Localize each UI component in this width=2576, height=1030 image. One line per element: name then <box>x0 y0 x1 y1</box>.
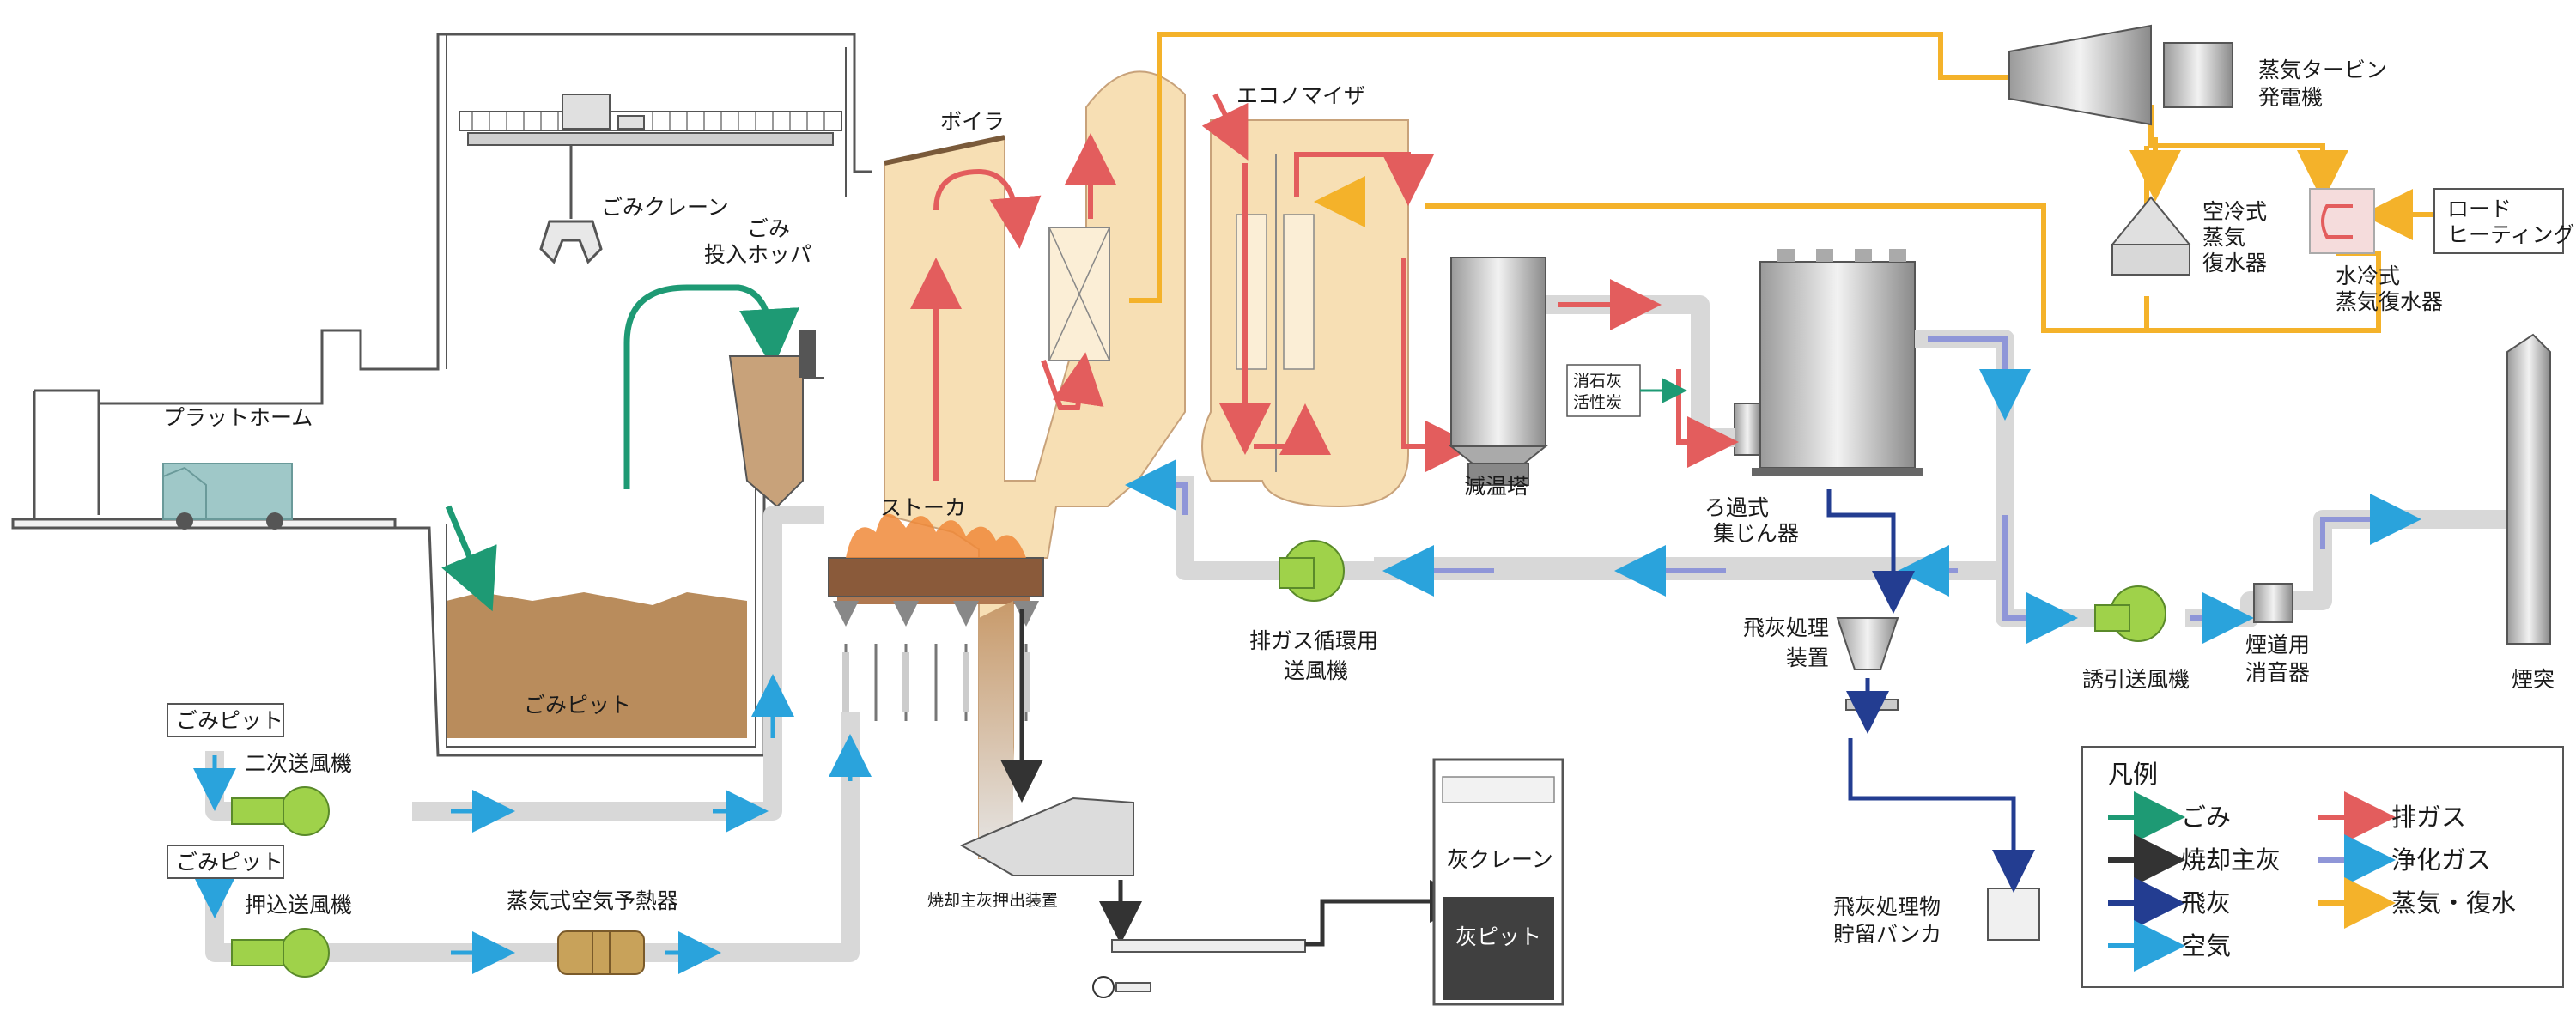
hopper <box>728 330 816 508</box>
label-push-fan: 押込送風機 <box>245 893 352 918</box>
air-condenser <box>2110 196 2192 276</box>
fly-ash-device <box>1836 617 2040 941</box>
label-silencer-1: 煙道用 <box>2245 633 2310 657</box>
label-stack: 煙突 <box>2512 667 2555 692</box>
label-hopper-2: 投入ホッパ <box>704 242 811 267</box>
fan-icon <box>231 540 2166 978</box>
label-boiler: ボイラ <box>940 109 1005 134</box>
road-heating-box <box>2433 188 2564 254</box>
label-lime-1: 消石灰 <box>1573 372 1622 391</box>
label-road-heating-1: ロード <box>2447 197 2512 221</box>
air-arrows <box>193 674 872 974</box>
legend-item: 焼却主灰 <box>2181 845 2281 875</box>
label-recirc-fan-1: 排ガス循環用 <box>1249 628 1378 653</box>
crane-rail <box>459 94 842 146</box>
legend-item: ごみ <box>2181 803 2231 832</box>
legend-item: 蒸気・復水 <box>2391 888 2516 918</box>
water-condenser <box>2309 188 2375 254</box>
label-lime-2: 活性炭 <box>1573 393 1622 412</box>
label-fly-ash-bunker-1: 飛灰処理物 <box>1833 894 1941 919</box>
label-bag-filter-1: ろ過式 <box>1704 495 1769 520</box>
label-bag-filter-2: 集じん器 <box>1713 521 1799 546</box>
label-turbine-2: 発電機 <box>2258 85 2323 110</box>
label-air-condenser-1: 空冷式 <box>2202 199 2267 224</box>
label-economizer: エコノマイザ <box>1236 83 1365 108</box>
label-pit: ごみピット <box>524 693 631 718</box>
waste-pit <box>447 592 747 738</box>
pit-tag-box-1 <box>167 703 284 737</box>
chimney <box>2506 333 2551 645</box>
bag-filter <box>1734 249 1923 476</box>
label-stoker: ストーカ <box>880 495 966 520</box>
boiler <box>884 70 1186 859</box>
label-road-heating-2: ヒーティング <box>2447 222 2575 247</box>
legend-item: 空気 <box>2181 931 2231 960</box>
label-water-condenser-1: 水冷式 <box>2336 264 2400 288</box>
label-preheater: 蒸気式空気予熱器 <box>507 888 678 913</box>
label-pit-tag-1: ごみピット <box>176 708 283 733</box>
label-silencer-2: 消音器 <box>2245 660 2310 685</box>
legend-item: 浄化ガス <box>2391 845 2491 875</box>
truck-icon <box>162 463 293 530</box>
label-ash-pusher: 焼却主灰押出装置 <box>927 891 1058 910</box>
clean-gas-arrows <box>1125 336 2421 644</box>
legend-title: 凡例 <box>2108 760 2158 789</box>
flame-icon <box>846 513 1026 558</box>
label-fly-ash-dev-1: 飛灰処理 <box>1743 615 1829 640</box>
label-air-condenser-2: 蒸気 <box>2202 225 2245 250</box>
legend-item: 排ガス <box>2391 803 2466 832</box>
legend: 凡例 ごみ 焼却主灰 飛灰 空気 排ガス 浄化ガス 蒸気・復水 <box>2081 746 2564 988</box>
label-secondary-fan: 二次送風機 <box>245 751 352 776</box>
economizer <box>1201 93 1477 508</box>
label-pit-tag-2: ごみピット <box>176 850 283 875</box>
label-water-condenser-2: 蒸気復水器 <box>2336 289 2443 314</box>
steam-turbine <box>2008 24 2233 126</box>
lime-carbon-box <box>1566 364 1641 417</box>
ash-pusher <box>959 797 1473 953</box>
silencer <box>2253 583 2293 623</box>
label-ash-crane: 灰クレーン <box>1447 847 1553 872</box>
cooling-tower <box>1449 257 1548 486</box>
ash-pit-building <box>1432 758 1564 1006</box>
pit-tag-box-2 <box>167 845 284 879</box>
label-fly-ash-bunker-2: 貯留バンカ <box>1833 922 1941 947</box>
label-turbine-1: 蒸気タービン <box>2258 58 2387 82</box>
waste-flow-arrow <box>441 505 497 612</box>
fly-ash-arrows <box>1826 489 2035 893</box>
label-ash-pit: 灰ピット <box>1455 924 1541 949</box>
label-fly-ash-dev-2: 装置 <box>1786 645 1829 670</box>
label-air-condenser-3: 復水器 <box>2202 251 2267 276</box>
waste-flow-arrow <box>623 284 800 489</box>
label-platform: プラットホーム <box>163 405 313 430</box>
air-supply-arrows <box>842 652 1030 712</box>
motor-icon <box>1092 976 1151 998</box>
grab-bucket-icon <box>539 146 603 264</box>
label-crane: ごみクレーン <box>601 195 729 220</box>
label-recirc-fan-2: 送風機 <box>1284 658 1348 683</box>
label-hopper-1: ごみ <box>747 216 790 241</box>
preheater <box>557 930 645 975</box>
label-cooling-tower: 減温塔 <box>1464 474 1528 499</box>
legend-item: 飛灰 <box>2181 888 2231 918</box>
ash-chute <box>979 601 1043 858</box>
label-id-fan: 誘引送風機 <box>2082 667 2190 692</box>
